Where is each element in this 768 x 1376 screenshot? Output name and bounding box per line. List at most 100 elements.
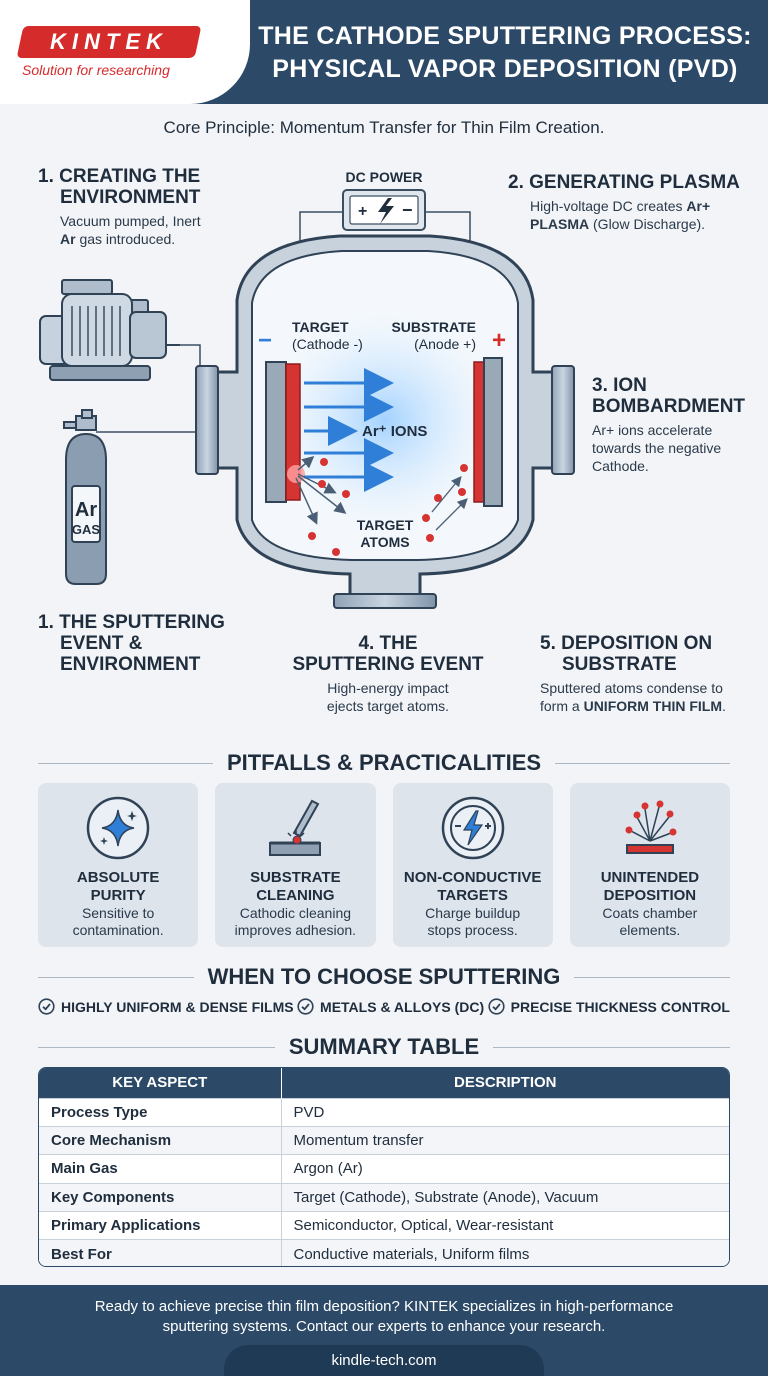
ions-label: Ar⁺ IONS xyxy=(362,423,427,440)
scatter-icon xyxy=(625,800,677,854)
card3-title-1: NON-CONDUCTIVE xyxy=(403,869,542,886)
table-row: Main Gas Argon (Ar) xyxy=(39,1154,729,1184)
step-creating-environment: 1. CREATING THE ENVIRONMENT Vacuum pumpe… xyxy=(38,166,201,248)
gas-label-ar: Ar xyxy=(75,499,97,521)
choose-list: HIGHLY UNIFORM & DENSE FILMS METALS & AL… xyxy=(38,998,730,1015)
choose-item-label: HIGHLY UNIFORM & DENSE FILMS xyxy=(61,998,294,1015)
summary-heading: SUMMARY TABLE xyxy=(38,1034,731,1060)
card1-title-2: PURITY xyxy=(90,887,146,904)
step1b-title-3: ENVIRONMENT xyxy=(60,654,201,675)
step5-desc-1: Sputtered atoms condense to xyxy=(540,680,723,696)
footer-url-link[interactable]: kindle-tech.com xyxy=(224,1345,544,1376)
svg-text:−: − xyxy=(402,200,413,220)
step-sputtering-event: 4. THE SPUTTERING EVENT High-energy impa… xyxy=(268,633,508,715)
card3-desc-2: stops process. xyxy=(427,922,518,938)
title-line-1: THE CATHODE SPUTTERING PROCESS: xyxy=(258,22,752,50)
page-title: THE CATHODE SPUTTERING PROCESS: PHYSICAL… xyxy=(250,20,760,86)
dc-power-supply: + − xyxy=(342,189,426,231)
table-cell-description: Semiconductor, Optical, Wear-resistant xyxy=(281,1211,729,1240)
step3-desc-1: Ar+ ions accelerate xyxy=(592,422,713,438)
substrate-anode xyxy=(473,357,503,507)
plus-sign: + xyxy=(492,327,506,354)
dc-power-label: DC POWER xyxy=(346,169,423,185)
card3-desc-1: Charge buildup xyxy=(425,905,521,921)
step5-title-1: 5. DEPOSITION ON xyxy=(540,633,713,654)
table-cell-aspect: Key Components xyxy=(39,1182,282,1212)
gas-label-gas: GAS xyxy=(72,522,101,537)
no-power-icon xyxy=(441,796,504,860)
step1b-title-2: EVENT & xyxy=(60,633,143,654)
minus-sign: − xyxy=(258,327,272,354)
column-header-key-aspect: KEY ASPECT xyxy=(39,1068,282,1098)
ion-arrows xyxy=(304,368,394,492)
summary-table: KEY ASPECT DESCRIPTION Process Type PVD … xyxy=(38,1067,730,1267)
table-row: Primary Applications Semiconductor, Opti… xyxy=(39,1211,729,1240)
core-principle: Core Principle: Momentum Transfer for Th… xyxy=(163,118,605,137)
card-non-conductive-targets: NON-CONDUCTIVE TARGETS Charge buildup st… xyxy=(392,783,553,947)
target-atoms-label-2: ATOMS xyxy=(360,534,409,550)
step-sputtering-environment: 1. THE SPUTTERING EVENT & ENVIRONMENT xyxy=(38,612,225,675)
step4-title-1: 4. THE xyxy=(358,633,418,654)
choose-title: WHEN TO CHOOSE SPUTTERING xyxy=(207,964,561,989)
step4-desc: High-energy impact ejects target atoms. xyxy=(268,679,508,715)
header-banner: KINTEK Solution for researching THE CATH… xyxy=(0,0,768,104)
card2-title-1: SUBSTRATE xyxy=(250,869,341,886)
step1-desc-2: gas introduced. xyxy=(75,231,176,247)
divider-line xyxy=(493,1046,731,1048)
divider-line xyxy=(38,976,194,978)
card2-title-2: CLEANING xyxy=(256,887,335,904)
table-cell-aspect: Primary Applications xyxy=(39,1211,282,1240)
footer-cta: Ready to achieve precise thin film depos… xyxy=(40,1297,728,1337)
step-deposition: 5. DEPOSITION ON SUBSTRATE Sputtered ato… xyxy=(540,633,726,715)
step3-desc: Ar+ ions accelerate towards the negative… xyxy=(592,421,745,475)
pitfalls-heading: PITFALLS & PRACTICALITIES xyxy=(38,750,730,776)
choose-item: PRECISE THICKNESS CONTROL xyxy=(488,998,730,1015)
table-cell-description: Conductive materials, Uniform films xyxy=(281,1239,729,1266)
step3-title-2: BOMBARDMENT xyxy=(592,396,746,417)
summary-title: SUMMARY TABLE xyxy=(288,1034,480,1059)
card2-desc-2: improves adhesion. xyxy=(234,922,357,938)
pitfall-cards: ABSOLUTE PURITY Sensitive to contaminati… xyxy=(38,783,730,947)
step3-title-1: 3. ION xyxy=(592,375,647,396)
step1-desc: Vacuum pumped, Inert Ar gas introduced. xyxy=(38,212,201,248)
card4-title-2: DEPOSITION xyxy=(603,887,697,904)
logo-area: KINTEK Solution for researching xyxy=(0,0,250,104)
card1-desc-1: Sensitive to xyxy=(81,905,155,921)
table-cell-description: Argon (Ar) xyxy=(281,1154,729,1184)
choose-item: METALS & ALLOYS (DC) xyxy=(297,998,484,1015)
step3-desc-3: Cathode. xyxy=(592,458,649,474)
table-cell-aspect: Process Type xyxy=(39,1097,282,1127)
check-circle-icon xyxy=(38,998,55,1015)
step1-title-1: 1. CREATING THE xyxy=(38,166,201,187)
table-cell-aspect: Main Gas xyxy=(39,1154,282,1184)
choose-item: HIGHLY UNIFORM & DENSE FILMS xyxy=(38,998,294,1015)
logo-text: KINTEK xyxy=(50,29,168,54)
step2-desc-2: (Glow Discharge). xyxy=(589,216,706,232)
step2-desc-1a: High-voltage DC creates xyxy=(530,198,687,214)
card1-desc-2: contamination. xyxy=(72,922,164,938)
logo-tagline: Solution for researching xyxy=(22,62,170,78)
step2-desc: High-voltage DC creates Ar+ PLASMA (Glow… xyxy=(508,197,740,233)
summary-table-grid: KEY ASPECT DESCRIPTION Process Type PVD … xyxy=(39,1068,729,1266)
step-ion-bombardment: 3. ION BOMBARDMENT Ar+ ions accelerate t… xyxy=(592,375,745,475)
kintek-logo[interactable]: KINTEK xyxy=(16,26,202,58)
target-sublabel: (Cathode -) xyxy=(292,336,363,352)
target-atoms xyxy=(308,458,468,556)
table-row: Key Components Target (Cathode), Substra… xyxy=(39,1182,729,1212)
step1-desc-1: Vacuum pumped, Inert xyxy=(60,213,201,229)
pitfalls-title: PITFALLS & PRACTICALITIES xyxy=(226,750,542,775)
card-unintended-deposition: UNINTENDED DEPOSITION Coats chamber elem… xyxy=(569,783,730,947)
step4-desc-1: High-energy impact xyxy=(327,680,449,696)
table-row: Core Mechanism Momentum transfer xyxy=(39,1125,729,1155)
table-cell-description: Target (Cathode), Substrate (Anode), Vac… xyxy=(281,1182,729,1212)
vacuum-pump xyxy=(39,279,180,381)
choose-item-label: PRECISE THICKNESS CONTROL xyxy=(510,998,730,1015)
step5-desc-2b: UNIFORM THIN FILM xyxy=(583,698,722,714)
table-cell-description: Momentum transfer xyxy=(281,1125,729,1155)
vacuum-chamber xyxy=(195,234,575,609)
check-circle-icon xyxy=(488,998,505,1015)
step4-desc-2: ejects target atoms. xyxy=(326,698,450,714)
divider-line xyxy=(555,762,730,764)
table-cell-aspect: Best For xyxy=(39,1239,282,1266)
table-cell-description: PVD xyxy=(281,1097,729,1127)
